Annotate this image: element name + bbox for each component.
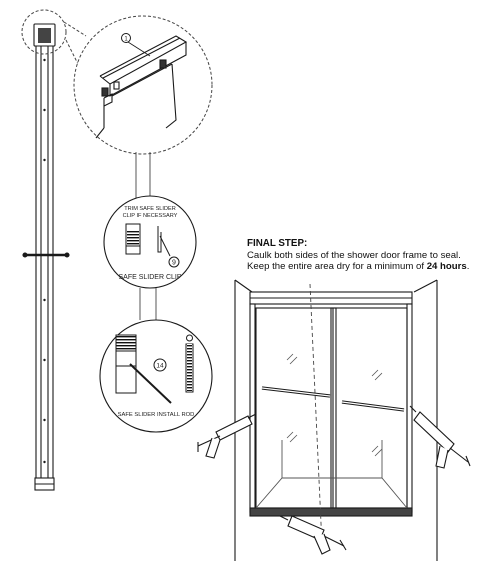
final-step-line2-suffix: . xyxy=(466,261,470,272)
caulk-gun-right xyxy=(409,405,471,469)
rod-number: 14 xyxy=(156,363,164,370)
final-step-line1: Caulk both sides of the shower door fram… xyxy=(247,250,461,261)
glass-reflections xyxy=(286,353,383,457)
jamb-screw-holes xyxy=(43,58,46,464)
towel-bar-handles xyxy=(261,386,405,412)
detail-leader xyxy=(21,9,87,65)
top-detail-number: 1 xyxy=(124,37,128,43)
trim-note-line2: CLIP IF NECESSARY xyxy=(123,213,178,219)
shower-enclosure xyxy=(234,279,438,561)
final-step-line2-prefix: Keep the entire area dry for a minimum o… xyxy=(247,261,427,272)
trim-note-line1: TRIM SAFE SLIDER xyxy=(124,206,176,212)
top-detail-circle: 1 xyxy=(73,15,213,155)
center-dashed-line xyxy=(309,283,323,546)
leader-to-rod xyxy=(139,288,157,320)
caulk-gun-bottom xyxy=(279,515,347,555)
safe-slider-clip-circle: TRIM SAFE SLIDER CLIP IF NECESSARY 9 SAF… xyxy=(103,195,197,289)
final-step-text: FINAL STEP: Caulk both sides of the show… xyxy=(247,238,497,272)
caulk-gun-left xyxy=(197,413,257,459)
leader-to-clip xyxy=(135,152,151,198)
clip-label: SAFE SLIDER CLIP xyxy=(118,274,181,281)
safe-slider-install-rod-circle: 14 SAFE SLIDER INSTALL ROD xyxy=(99,319,213,433)
clip-number: 9 xyxy=(172,260,176,267)
rod-label: SAFE SLIDER INSTALL ROD xyxy=(118,412,195,418)
final-step-title: FINAL STEP: xyxy=(247,238,308,249)
vertical-door-jamb xyxy=(22,23,70,491)
final-step-duration: 24 hours xyxy=(426,261,467,272)
final-step-line2: Keep the entire area dry for a minimum o… xyxy=(247,261,497,272)
